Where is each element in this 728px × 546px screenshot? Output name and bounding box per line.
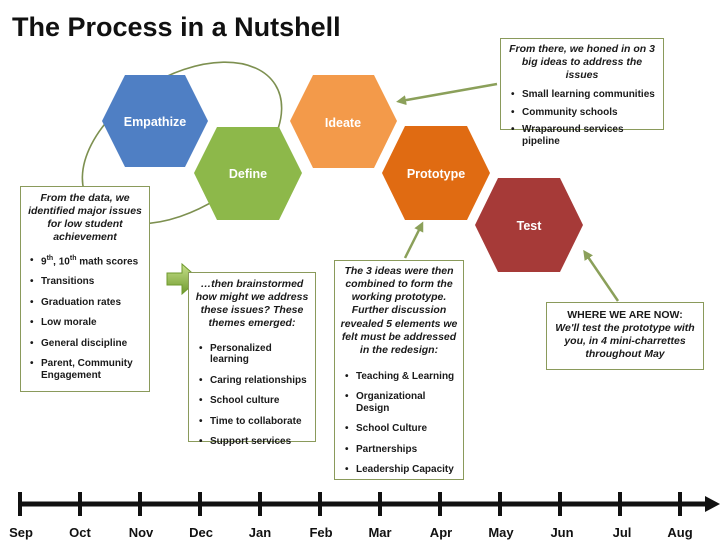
where-we-are-now-text: We'll test the prototype with you, in 4 … bbox=[555, 322, 695, 361]
timeline-label-may: May bbox=[488, 525, 514, 540]
big-ideas-heading: From there, we honed in on 3 big ideas t… bbox=[509, 43, 655, 82]
define-hexagon bbox=[194, 127, 302, 220]
where-we-are-now-box: WHERE WE ARE NOW: We'll test the prototy… bbox=[546, 302, 704, 370]
test-label: Test bbox=[517, 219, 543, 233]
stage-empathize: Empathize bbox=[102, 75, 208, 167]
list-item: Transitions bbox=[30, 276, 145, 288]
timeline-label-jun: Jun bbox=[550, 525, 574, 540]
timeline-label-mar: Mar bbox=[368, 525, 392, 540]
page-title: The Process in a Nutshell bbox=[12, 12, 341, 42]
prototype-ideas-box: The 3 ideas were then combined to form t… bbox=[334, 260, 464, 480]
stage-test: Test bbox=[475, 178, 583, 272]
list-item: Personalized learning bbox=[199, 343, 310, 366]
stage-ideate: Ideate bbox=[290, 75, 397, 168]
brainstorm-heading: …then brainstormed how might we address … bbox=[195, 278, 309, 330]
timeline-label-jan: Jan bbox=[248, 525, 272, 540]
stage-define: Define bbox=[194, 127, 302, 220]
timeline-label-aug: Aug bbox=[667, 525, 693, 540]
list-item: School Culture bbox=[345, 423, 458, 435]
timeline-label-feb: Feb bbox=[309, 525, 333, 540]
timeline-label-oct: Oct bbox=[69, 525, 91, 540]
define-label: Define bbox=[229, 167, 267, 181]
arrow-to-prototype bbox=[403, 221, 424, 259]
data-findings-box: From the data, we identified major issue… bbox=[20, 186, 150, 392]
list-item: Teaching & Learning bbox=[345, 371, 458, 383]
ideate-label: Ideate bbox=[325, 116, 361, 130]
list-item: Leadership Capacity bbox=[345, 464, 458, 476]
prototype-ideas-list: Teaching & Learning Organizational Desig… bbox=[340, 371, 458, 476]
empathize-hexagon bbox=[102, 75, 208, 167]
stage-prototype: Prototype bbox=[382, 126, 490, 220]
list-item: 9th, 10th math scores bbox=[30, 255, 145, 268]
big-ideas-list: Small learning communities Community sch… bbox=[506, 89, 658, 147]
brainstorm-list: Personalized learning Caring relationshi… bbox=[194, 343, 310, 448]
list-item: Caring relationships bbox=[199, 375, 310, 387]
list-item: Support services bbox=[199, 436, 310, 448]
list-item: Partnerships bbox=[345, 444, 458, 456]
data-findings-heading: From the data, we identified major issue… bbox=[28, 192, 142, 244]
timeline-arrowhead bbox=[705, 496, 720, 512]
list-item: Community schools bbox=[511, 107, 658, 119]
prototype-hexagon bbox=[382, 126, 490, 220]
where-we-are-now-heading: WHERE WE ARE NOW: bbox=[567, 309, 683, 321]
timeline-ticks bbox=[18, 492, 682, 516]
list-item: Organizational Design bbox=[345, 391, 458, 414]
prototype-label: Prototype bbox=[407, 167, 465, 181]
list-item: Time to collaborate bbox=[199, 416, 310, 428]
empathize-label: Empathize bbox=[124, 115, 187, 129]
list-item: School culture bbox=[199, 395, 310, 407]
data-findings-list: 9th, 10th math scores Transitions Gradua… bbox=[25, 255, 145, 382]
timeline-label-apr: Apr bbox=[429, 525, 453, 540]
prototype-ideas-heading: The 3 ideas were then combined to form t… bbox=[340, 265, 458, 356]
arrow-to-test bbox=[583, 249, 620, 302]
list-item: General discipline bbox=[30, 338, 145, 350]
timeline bbox=[18, 492, 720, 516]
list-item: Low morale bbox=[30, 317, 145, 329]
arrow-to-ideate bbox=[396, 82, 498, 106]
list-item: Wraparound services pipeline bbox=[511, 124, 658, 147]
timeline-label-sep: Sep bbox=[9, 525, 33, 540]
list-item: Graduation rates bbox=[30, 297, 145, 309]
big-ideas-box: From there, we honed in on 3 big ideas t… bbox=[500, 38, 664, 147]
list-item: Parent, Community Engagement bbox=[30, 358, 145, 381]
list-item: Small learning communities bbox=[511, 89, 658, 101]
timeline-label-nov: Nov bbox=[128, 525, 154, 540]
brainstorm-box: …then brainstormed how might we address … bbox=[188, 272, 316, 447]
timeline-label-jul: Jul bbox=[612, 525, 632, 540]
test-hexagon bbox=[475, 178, 583, 272]
timeline-label-dec: Dec bbox=[189, 525, 213, 540]
ideate-hexagon bbox=[290, 75, 397, 168]
